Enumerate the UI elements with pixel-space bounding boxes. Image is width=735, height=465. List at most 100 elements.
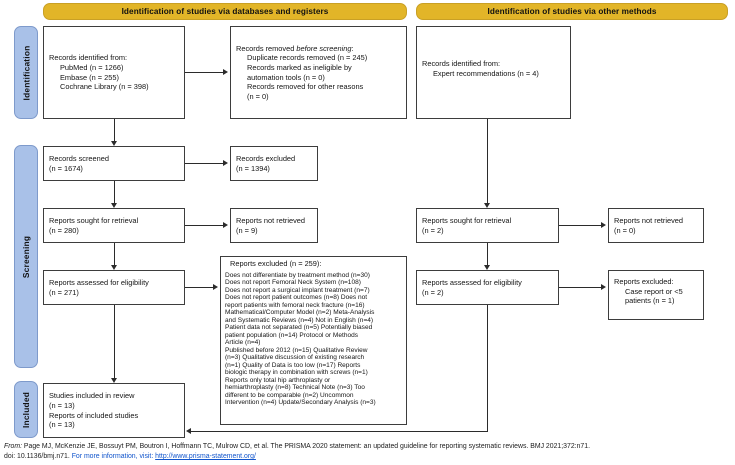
exclusion-reason: patient population (n=14) Protocol or Me…: [225, 331, 359, 339]
records-identified-title: Records identified from:: [49, 53, 128, 63]
phase-label-screening: Screening: [21, 235, 32, 278]
records-identified-other-source: Expert recommendations (n = 4): [433, 68, 539, 78]
reports-not-retrieved-right-label: Reports not retrieved: [614, 215, 684, 225]
studies-included-label: Studies included in review: [49, 391, 135, 401]
box-records-identified-other: Records identified from: Expert recommen…: [416, 26, 571, 119]
records-removed-title-italic: before screening: [296, 43, 352, 53]
connector-screened-to-excluded: [185, 163, 224, 164]
footer-from-label: From:: [4, 443, 22, 450]
exclusion-reason: Does not differentiate by treatment meth…: [225, 271, 370, 279]
footer-more-info-label: For more information, visit:: [71, 453, 154, 460]
box-reports-excluded-right: Reports excluded: Case report or <5 pati…: [608, 270, 704, 320]
exclusion-reason: report patients with femoral neck fractu…: [225, 301, 365, 309]
phase-tab-screening: Screening: [14, 145, 38, 368]
box-records-removed-before-screening: Records removed before screening: Duplic…: [230, 26, 407, 119]
connector-identified-to-screened: [114, 119, 115, 144]
connector-sought-to-assessed-right: [487, 243, 488, 268]
records-screened-label: Records screened: [49, 153, 109, 163]
connector-assessed-to-excluded-right: [559, 287, 602, 288]
banner-other-methods: Identification of studies via other meth…: [416, 3, 728, 20]
phase-tab-included: Included: [14, 381, 38, 438]
reports-not-retrieved-left-count: (n = 9): [236, 225, 258, 235]
records-identified-source-pubmed: PubMed (n = 1266): [60, 62, 124, 72]
exclusion-reason: Does not report patient outcomes (n=8) D…: [225, 294, 368, 301]
exclusion-reason: Does not report a surgical implant treat…: [225, 286, 370, 294]
connector-identified-to-removed: [185, 72, 224, 73]
exclusion-reason: Published before 2012 (n=15) Qualitative…: [225, 346, 368, 354]
exclusion-reason: Article (n=4): [225, 339, 261, 346]
connector-right-branch-down: [487, 305, 488, 431]
phase-label-identification: Identification: [21, 45, 32, 100]
connector-sought-to-assessed-left: [114, 243, 115, 268]
reports-included-count: (n = 13): [49, 420, 75, 430]
phase-label-included: Included: [21, 391, 32, 428]
box-records-screened: Records screened (n = 1674): [43, 146, 185, 181]
arrowhead-assessed-to-included: [110, 378, 117, 383]
box-reports-sought-right: Reports sought for retrieval (n = 2): [416, 208, 559, 243]
connector-assessed-to-excluded-left: [185, 287, 214, 288]
connector-sought-to-not-retrieved-right: [559, 225, 602, 226]
reports-assessed-left-count: (n = 271): [49, 287, 79, 297]
footer-citation-line: From: Page MJ, McKenzie JE, Bossuyt PM, …: [4, 442, 732, 452]
reports-not-retrieved-left-label: Reports not retrieved: [236, 215, 306, 225]
reports-sought-right-label: Reports sought for retrieval: [422, 215, 512, 225]
arrowhead-sought-to-assessed-right: [483, 265, 490, 270]
connector-sought-to-not-retrieved-left: [185, 225, 224, 226]
box-reports-sought-left: Reports sought for retrieval (n = 280): [43, 208, 185, 243]
records-removed-ineligible-1: Records marked as ineligible by: [247, 62, 352, 72]
reports-sought-right-count: (n = 2): [422, 225, 444, 235]
records-removed-other-2: (n = 0): [247, 91, 269, 101]
arrowhead-identified-to-removed: [223, 69, 228, 75]
records-excluded-label: Records excluded: [236, 153, 296, 163]
arrowhead-sought-to-assessed-left: [110, 265, 117, 270]
exclusion-reason: (n=1) Quality of Data is too low (n=17) …: [225, 361, 361, 369]
records-identified-other-title: Records identified from:: [422, 59, 501, 68]
reports-assessed-right-count: (n = 2): [422, 287, 444, 297]
connector-right-branch-to-included: [191, 431, 488, 432]
footer-citation-text: Page MJ, McKenzie JE, Bossuyt PM, Boutro…: [23, 443, 590, 450]
reports-excluded-header: Reports excluded (n = 259):: [230, 259, 322, 268]
records-identified-source-cochrane: Cochrane Library (n = 398): [60, 82, 149, 92]
arrowhead-identified-to-screened: [110, 141, 117, 146]
arrowhead-assessed-to-excluded-right: [601, 284, 606, 290]
exclusion-reason: hemiarthroplasty (n=8) Technical Note (n…: [225, 384, 365, 391]
reports-sought-left-label: Reports sought for retrieval: [49, 215, 139, 225]
exclusion-reason: Mathematical/Computer Model (n=2) Meta-A…: [225, 309, 375, 316]
exclusion-reason: (n=3) Qualitative discussion of existing…: [225, 354, 365, 361]
arrowhead-right-branch-to-included: [186, 428, 191, 434]
arrowhead-sought-to-not-retrieved-left: [223, 222, 228, 228]
records-removed-title: Records removed before screening:: [236, 44, 401, 54]
box-reports-assessed-right: Reports assessed for eligibility (n = 2): [416, 270, 559, 305]
connector-assessed-to-included: [114, 305, 115, 381]
arrowhead-screened-to-excluded: [223, 160, 228, 166]
connector-screened-to-sought: [114, 181, 115, 206]
box-reports-excluded-detailed: Reports excluded (n = 259): Does not dif…: [220, 256, 407, 425]
phase-tab-identification: Identification: [14, 26, 38, 119]
exclusion-reason: Intervention (n=4) Update/Secondary Anal…: [225, 399, 376, 406]
exclusion-reason: biologic therapy in combination with scr…: [225, 369, 368, 376]
box-records-identified-databases: Records identified from: PubMed (n = 126…: [43, 26, 185, 119]
records-removed-ineligible-2: automation tools (n = 0): [247, 72, 325, 82]
reports-excluded-right-header: Reports excluded:: [614, 277, 674, 286]
reports-sought-left-count: (n = 280): [49, 225, 79, 235]
arrowhead-screened-to-sought: [110, 203, 117, 208]
records-identified-source-embase: Embase (n = 255): [60, 72, 119, 82]
box-reports-assessed-left: Reports assessed for eligibility (n = 27…: [43, 270, 185, 305]
reports-assessed-right-label: Reports assessed for eligibility: [422, 277, 522, 287]
exclusion-reason: Does not report Femoral Neck System (n=1…: [225, 279, 361, 286]
arrowhead-identified-other-to-sought: [483, 203, 490, 208]
exclusion-reason: and Systematic Reviews (n=4) Not in Engl…: [225, 316, 374, 324]
box-reports-not-retrieved-right: Reports not retrieved (n = 0): [608, 208, 704, 243]
footer-doi: doi: 10.1136/bmj.n71.: [4, 453, 70, 460]
arrowhead-assessed-to-excluded-left: [213, 284, 218, 290]
prisma-statement-link[interactable]: http://www.prisma-statement.org/: [155, 453, 256, 460]
connector-identified-other-to-sought: [487, 119, 488, 206]
box-reports-not-retrieved-left: Reports not retrieved (n = 9): [230, 208, 318, 243]
reports-assessed-left-label: Reports assessed for eligibility: [49, 277, 149, 287]
records-screened-count: (n = 1674): [49, 163, 83, 173]
records-removed-title-colon: :: [351, 43, 354, 53]
exclusion-reason: Reports only total hip arthroplasty or: [225, 376, 331, 384]
reports-not-retrieved-right-count: (n = 0): [614, 225, 636, 235]
records-excluded-count: (n = 1394): [236, 163, 270, 173]
